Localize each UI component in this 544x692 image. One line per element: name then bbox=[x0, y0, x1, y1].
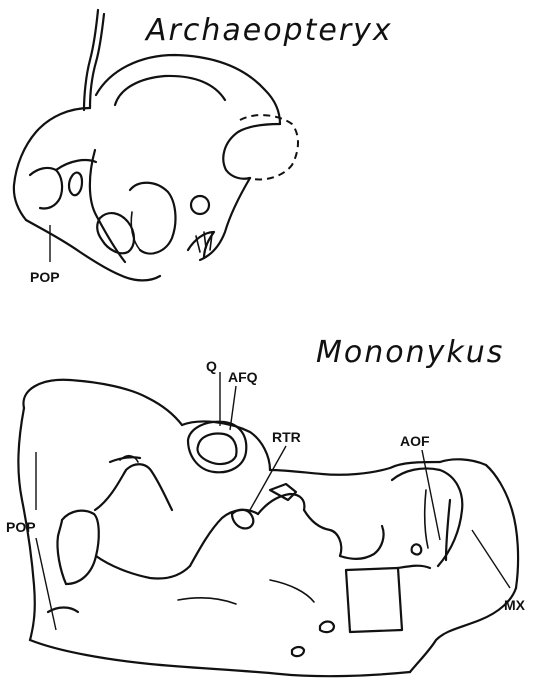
afq-label: AFQ bbox=[228, 369, 258, 385]
q-label: Q bbox=[206, 358, 217, 374]
mononykus-pop-label: POP bbox=[6, 519, 36, 535]
archaeopteryx-skull-drawing bbox=[14, 10, 298, 280]
rtr-label: RTR bbox=[272, 429, 301, 445]
archaeopteryx-title: Archaeopteryx bbox=[144, 13, 393, 48]
mononykus-title: Mononykus bbox=[316, 335, 504, 370]
aof-label: AOF bbox=[400, 433, 430, 449]
mx-label: MX bbox=[504, 597, 526, 613]
mononykus-skull-drawing bbox=[18, 380, 518, 676]
mx-leader bbox=[472, 530, 510, 588]
archaeopteryx-pop-label: POP bbox=[30, 269, 60, 285]
mononykus-pop-leader-lower bbox=[36, 538, 56, 630]
